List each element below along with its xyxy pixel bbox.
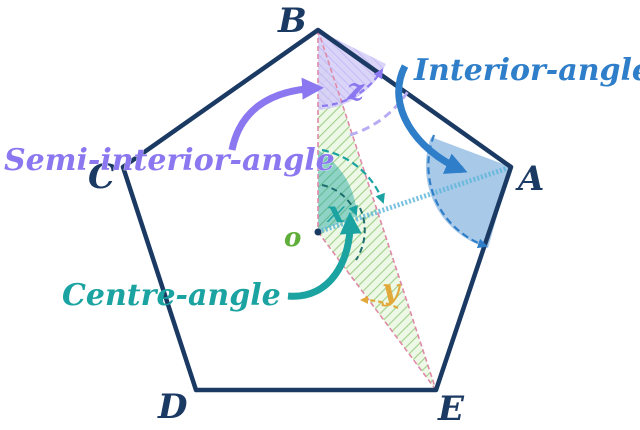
vertex-label-e: E [437, 389, 465, 429]
centre-point-o [314, 228, 322, 236]
vertex-label-b: B [277, 1, 307, 41]
semi-interior-angle-wedge [318, 30, 386, 110]
pentagon-outline [120, 27, 514, 393]
centre-angle-wedge [318, 150, 357, 232]
centre-angle-arc-inner [321, 184, 358, 216]
angle-symbol-z: z [346, 73, 365, 108]
vertex-label-a: A [515, 159, 544, 199]
y-angle-arc [360, 295, 399, 309]
vertex-label-c: C [88, 157, 115, 197]
semi-interior-callout-arrow [228, 77, 324, 151]
interior-callout-arrow [395, 64, 468, 174]
segment-be [317, 29, 437, 391]
callout-semi-interior-angle: Semi-interior-angle [4, 143, 335, 178]
centre-callout-arrow [287, 212, 362, 300]
callout-interior-angle: Interior-angle [413, 53, 640, 88]
angle-symbol-y: y [381, 273, 402, 308]
vertex-label-d: D [157, 387, 188, 427]
callout-centre-angle: Centre-angle [62, 278, 281, 313]
semi-interior-angle-arc [321, 68, 384, 108]
oe-arc [355, 207, 366, 261]
angle-symbol-x: x [326, 195, 346, 230]
interior-angle-arc-b [349, 87, 412, 137]
centre-label-o: o [284, 223, 301, 253]
segment-oe [317, 231, 437, 391]
